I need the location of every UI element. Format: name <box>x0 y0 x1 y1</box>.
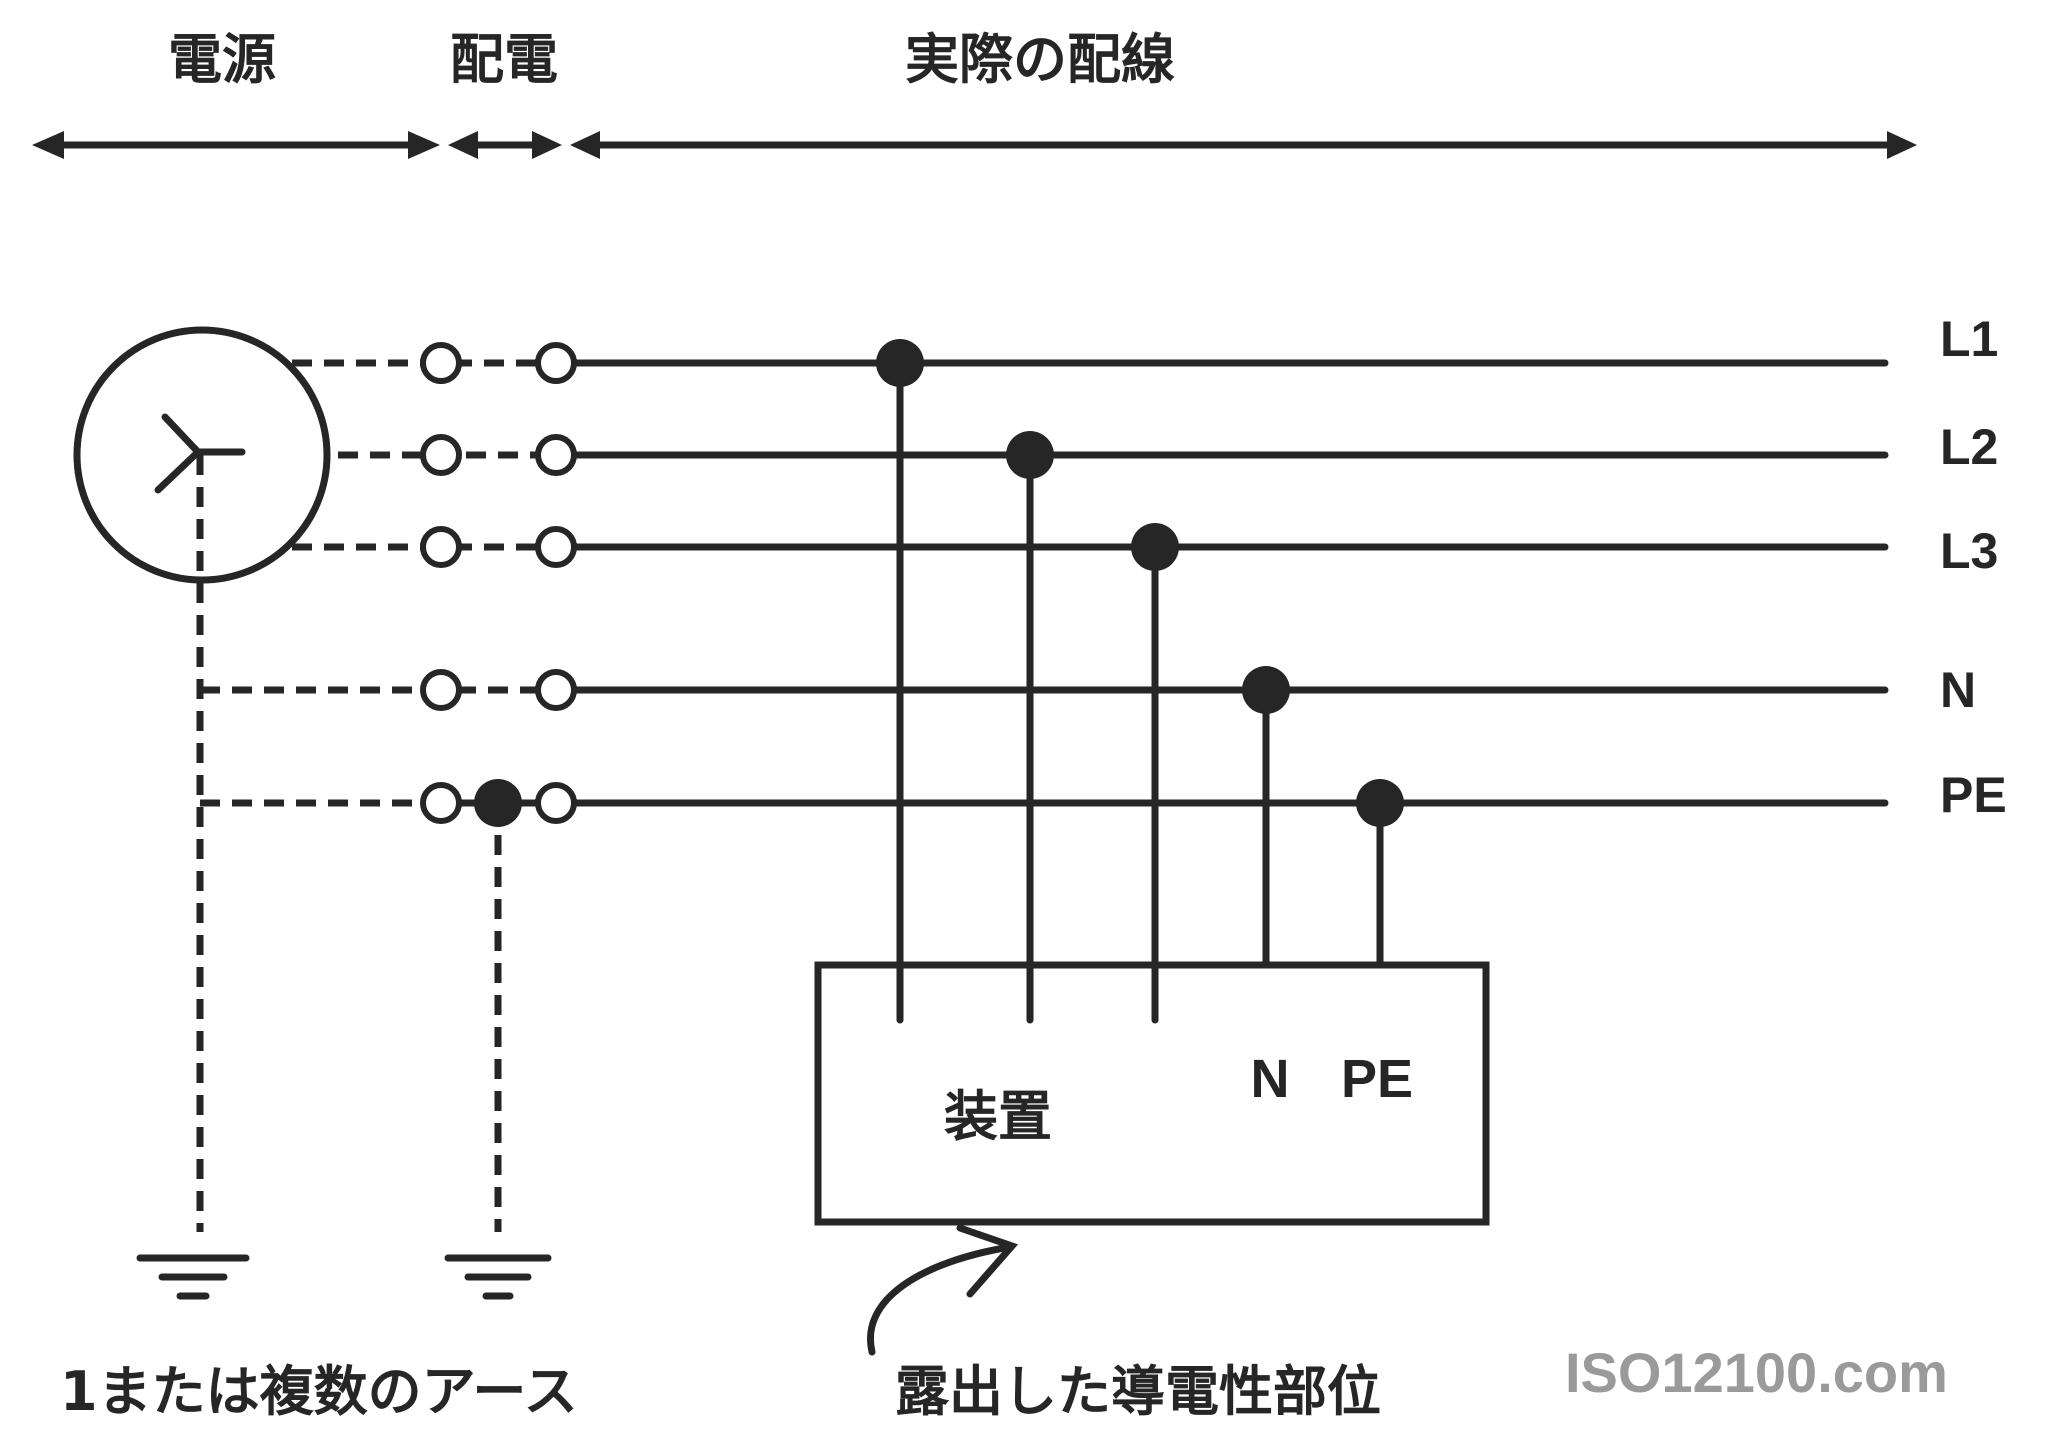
footer-earths: 1または複数のアース <box>60 1360 578 1423</box>
device-box <box>814 961 1490 1226</box>
terminals <box>420 342 577 824</box>
conductor-lines <box>552 359 1889 807</box>
device-terminal-n: N <box>1251 1049 1290 1109</box>
pointer-arrow-icon <box>867 1224 1019 1356</box>
footer-exposed-parts: 露出した導電性部位 <box>895 1360 1381 1423</box>
device-terminal-pe: PE <box>1341 1049 1413 1109</box>
watermark: ISO12100.com <box>1565 1341 1948 1404</box>
device-taps <box>896 359 1384 1024</box>
power-source <box>73 326 331 584</box>
earth-icon-distribution <box>444 1254 552 1300</box>
line-label-l1: L1 <box>1940 311 1998 367</box>
header-source: 電源 <box>168 28 276 91</box>
device-label: 装置 <box>944 1085 1052 1148</box>
span-arrows <box>32 131 1917 159</box>
line-label-pe: PE <box>1940 767 2007 823</box>
header-distribution: 配電 <box>450 28 558 91</box>
junction-nodes <box>474 339 1404 827</box>
line-label-l2: L2 <box>1940 419 1998 475</box>
line-label-l3: L3 <box>1940 523 1998 579</box>
generator-circle <box>73 326 331 584</box>
header-installation: 実際の配線 <box>905 28 1175 91</box>
line-label-n: N <box>1940 662 1976 718</box>
earth-icon-source <box>136 1254 250 1300</box>
star-point-icon <box>154 413 246 494</box>
